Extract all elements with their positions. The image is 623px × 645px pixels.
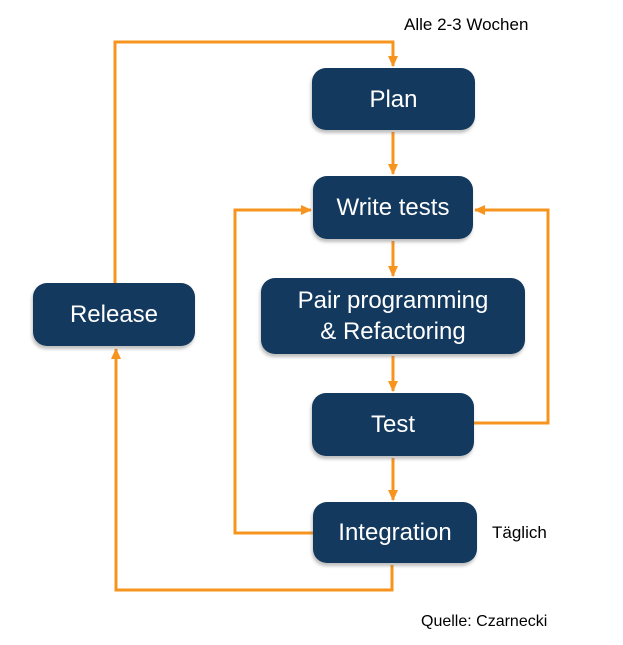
- edge-integration-to-write-tests: [233, 205, 313, 535]
- source-note-label: Quelle: Czarnecki: [421, 613, 548, 630]
- flowchart-node-release: Release: [33, 283, 195, 346]
- cycle-note-label: Alle 2-3 Wochen: [404, 15, 529, 34]
- flowchart-node-write-tests: Write tests: [313, 176, 473, 239]
- node-label-plan: Plan: [369, 85, 418, 113]
- node-label-test: Test: [370, 411, 415, 438]
- flowchart-node-integration: Integration: [313, 502, 477, 563]
- flowchart-node-test: Test: [312, 393, 474, 456]
- node-label-pair-line1: Pair programming: [297, 287, 489, 314]
- node-label-release: Release: [69, 301, 159, 328]
- flowchart-node-pair-programming: Pair programming & Refactoring: [261, 278, 525, 354]
- flowchart-node-plan: Plan: [312, 68, 475, 130]
- daily-note-label: Täglich: [492, 523, 547, 542]
- node-label-write-tests: Write tests: [336, 194, 450, 221]
- node-label-integration: Integration: [338, 519, 452, 546]
- node-label-pair-line2: & Refactoring: [320, 318, 466, 345]
